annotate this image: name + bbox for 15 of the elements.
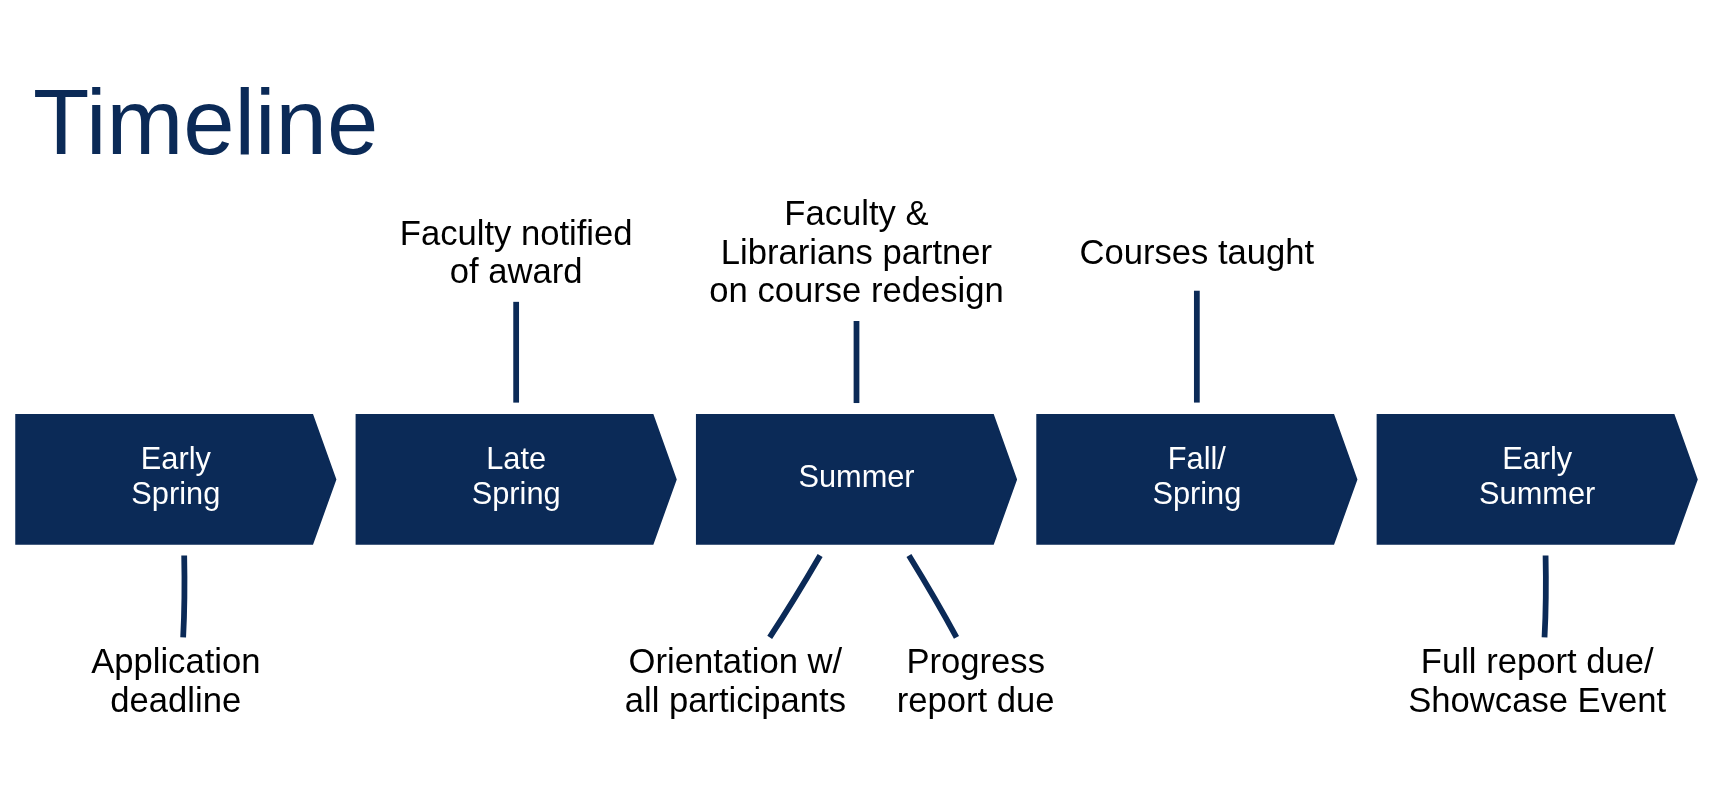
node-text: Progress report due xyxy=(896,642,1055,719)
connector xyxy=(906,554,960,639)
connector xyxy=(767,554,823,640)
node-text: Full report due/ Showcase Event xyxy=(1408,642,1667,719)
connector xyxy=(1541,555,1549,638)
connector xyxy=(513,301,520,403)
node-text: Faculty & Librarians partner on course redesign xyxy=(709,194,1004,310)
node-text: Faculty notified of award xyxy=(399,213,633,291)
diagram-title: Timeline xyxy=(32,70,379,175)
connector xyxy=(180,555,188,638)
node-text: Orientation w/ all participants xyxy=(624,642,846,719)
node-text: Courses taught xyxy=(1079,232,1315,271)
node-text: Application deadline xyxy=(91,642,261,719)
connector xyxy=(853,320,860,404)
connector xyxy=(1193,290,1200,403)
